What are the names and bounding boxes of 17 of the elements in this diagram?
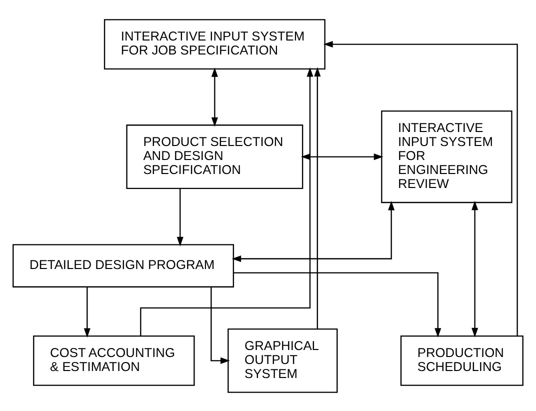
arrow [210, 286, 230, 364]
arrow [323, 40, 518, 336]
arrow [232, 200, 395, 262]
arrow [211, 67, 218, 126]
arrow [314, 66, 321, 328]
node-box: INTERACTIVE INPUT SYSTEM FOR JOB SPECIFICATION [104, 18, 326, 69]
node-box: GRAPHICAL OUTPUT SYSTEM [228, 328, 338, 392]
node-box: COST ACCOUNTING & ESTIMATION [33, 334, 195, 386]
node-box: INTERACTIVE INPUT SYSTEM FOR ENGINEERING REVIEW [381, 110, 512, 203]
arrow [176, 188, 184, 246]
node-box: PRODUCT SELECTION AND DESIGN SPECIFICATION [126, 124, 304, 189]
arrow [140, 66, 314, 336]
node-box: PRODUCTION SCHEDULING [400, 334, 524, 386]
arrow [472, 200, 478, 337]
arrow [234, 272, 442, 337]
node-box: DETAILED DESIGN PROGRAM [12, 244, 234, 287]
arrow [84, 286, 90, 338]
